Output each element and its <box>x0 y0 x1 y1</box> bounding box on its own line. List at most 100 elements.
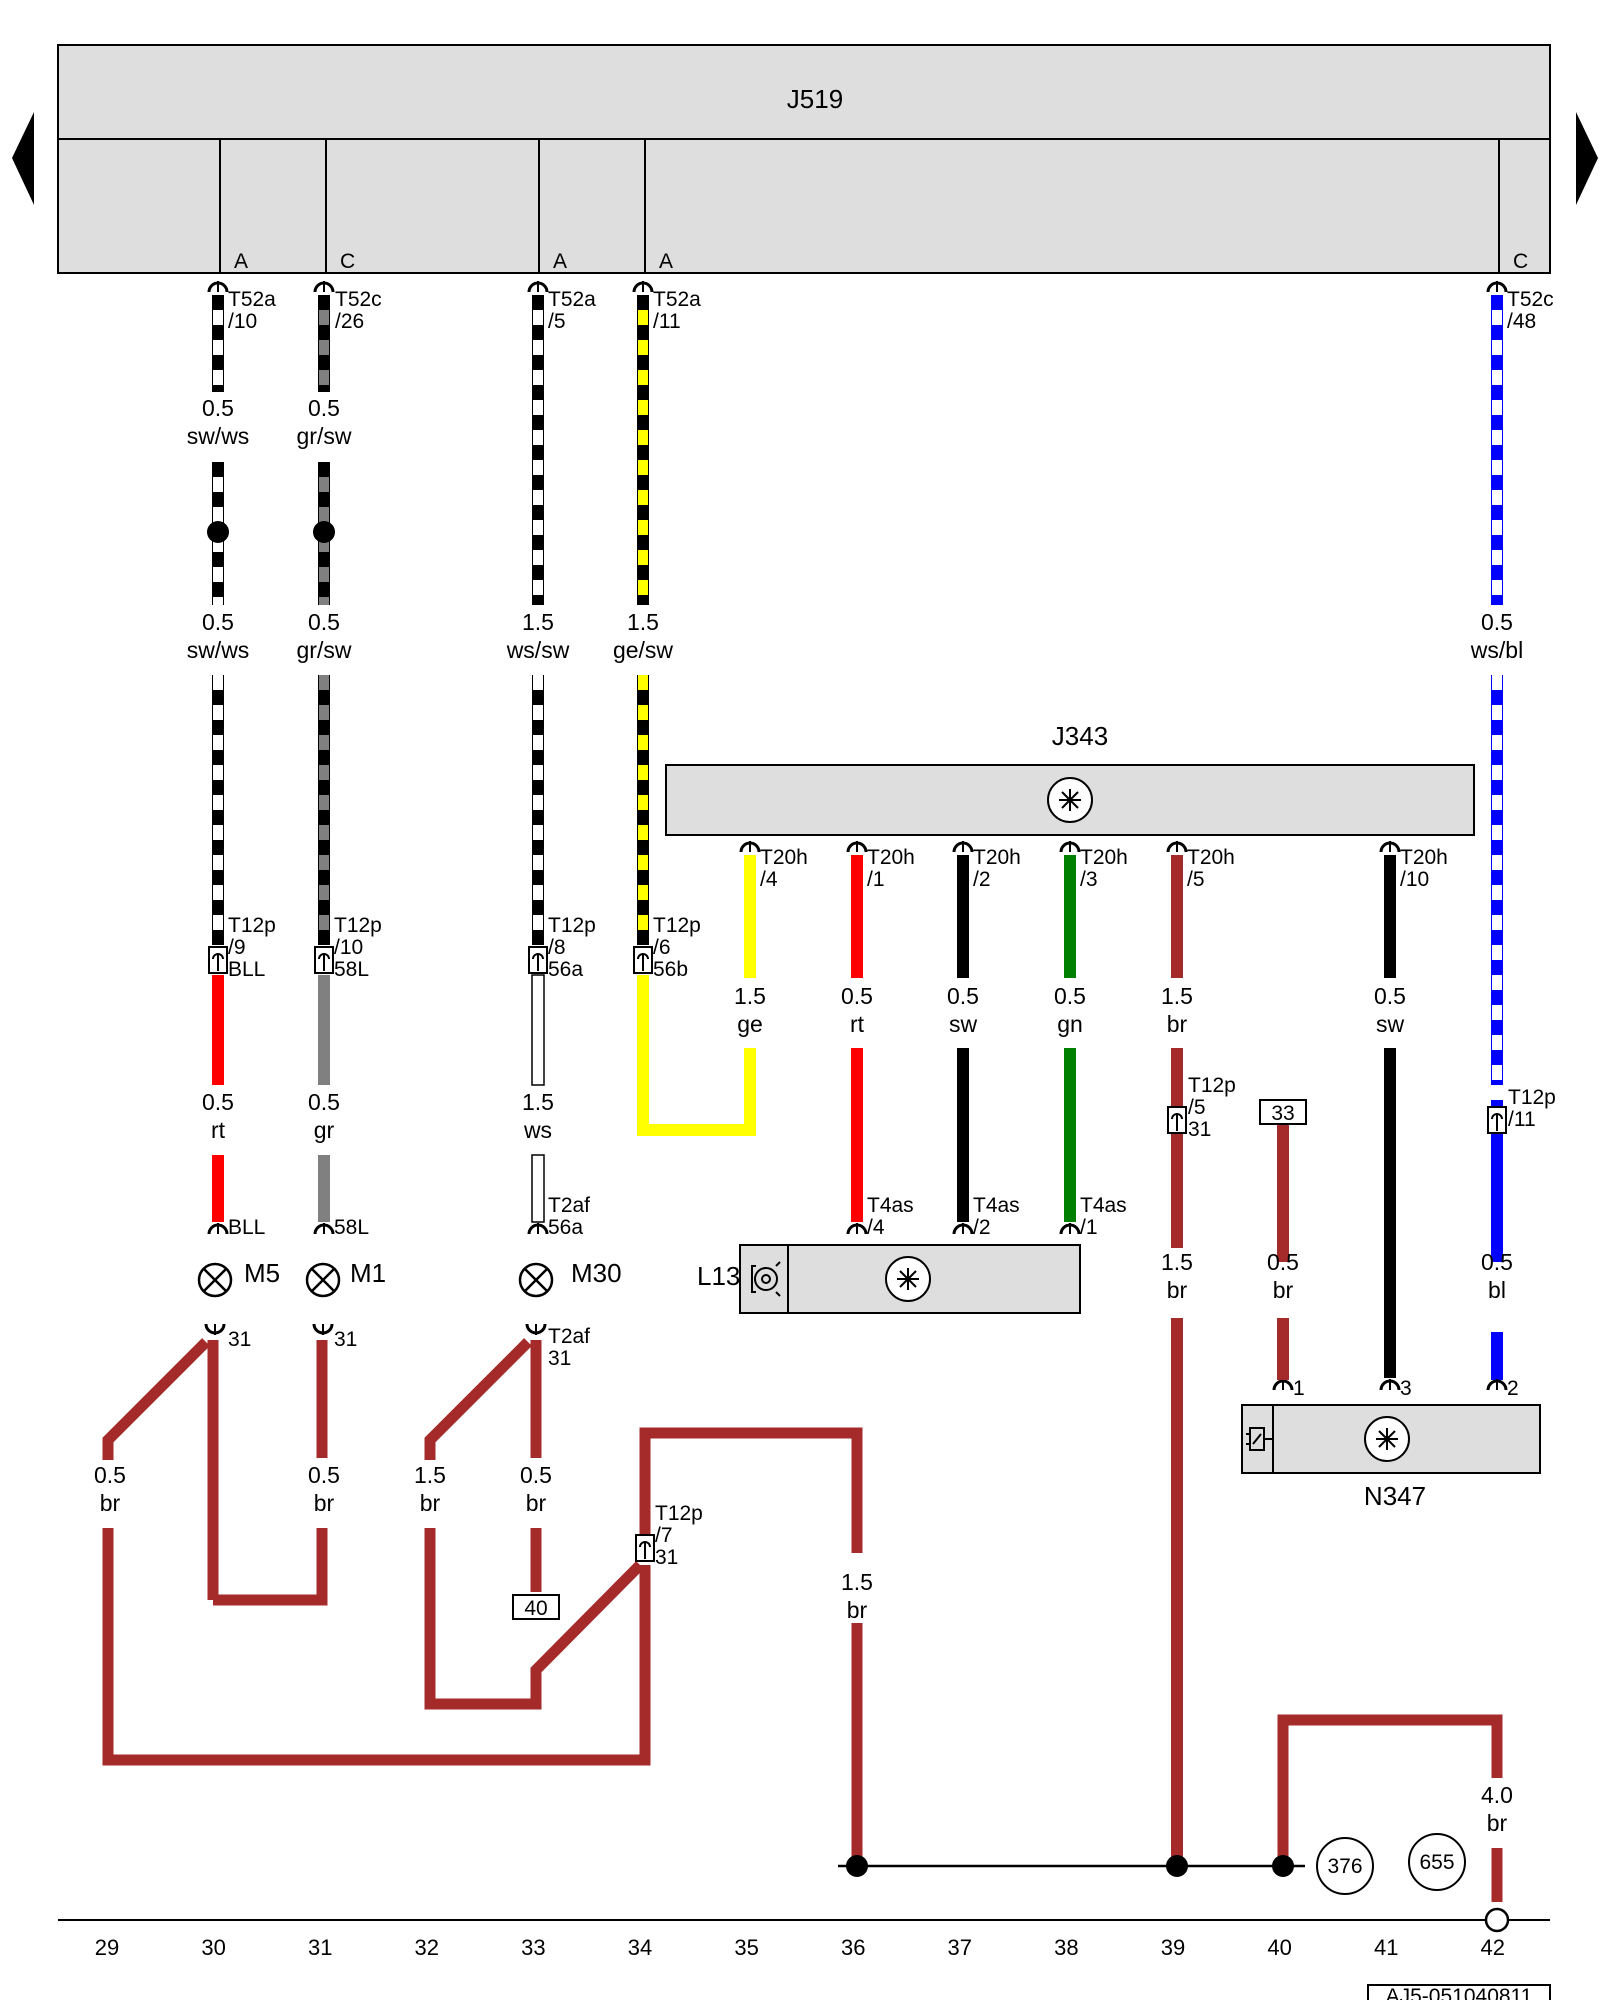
connector-label-t52c-26: T52c/26 <box>335 288 382 333</box>
column-number: 29 <box>95 1935 119 1960</box>
wire-col33-ws-sw <box>531 295 545 1223</box>
column-number: 41 <box>1374 1935 1398 1960</box>
ref-circle-376-label: 376 <box>1327 1855 1362 1878</box>
ref-circle-376 <box>1316 1837 1374 1895</box>
lamp-m1-icon <box>305 1262 341 1298</box>
lamp-m5-icon <box>197 1262 233 1298</box>
column-number: 33 <box>521 1935 545 1960</box>
m1-label: M1 <box>350 1258 386 1288</box>
connector-label-n347-1: 1 <box>1293 1377 1305 1400</box>
connector-label-t20h-3: T20h/3 <box>1080 846 1128 891</box>
doc-code-box <box>1367 1984 1551 2000</box>
j519-pin-a-33: A <box>553 250 567 273</box>
ref-box-40 <box>512 1594 560 1620</box>
connector-label-t20h-1: T20h/1 <box>867 846 915 891</box>
column-number: 38 <box>1054 1935 1078 1960</box>
connector-label-n347-2: 2 <box>1507 1377 1519 1400</box>
module-j519 <box>57 44 1551 274</box>
column-number: 34 <box>628 1935 652 1960</box>
module-j519-label: J519 <box>787 84 843 114</box>
ref-box-40-label: 40 <box>524 1597 547 1620</box>
column-number: 37 <box>948 1935 972 1960</box>
connector-label-t4as-2: T4as/2 <box>973 1194 1020 1239</box>
connector-label-t4as-4: T4as/4 <box>867 1194 914 1239</box>
j519-pin-c-31: C <box>340 250 355 273</box>
l13-electronic-icon <box>885 1256 931 1302</box>
ref-circle-655-label: 655 <box>1419 1851 1454 1874</box>
module-l13-label: L13 <box>697 1261 740 1291</box>
lamp-m30-icon <box>518 1262 554 1298</box>
column-number: 39 <box>1161 1935 1185 1960</box>
connector-label-m5-bot: 31 <box>228 1328 251 1351</box>
column-number: 36 <box>841 1935 865 1960</box>
ground-point-42 <box>1484 1907 1510 1933</box>
module-n347-label: N347 <box>1364 1481 1426 1511</box>
ref-box-33 <box>1259 1099 1307 1125</box>
m5-label: M5 <box>244 1258 280 1288</box>
column-number: 40 <box>1267 1935 1291 1960</box>
j343-electronic-icon <box>1047 777 1093 823</box>
ref-box-33-label: 33 <box>1271 1102 1294 1125</box>
connector-label-t20h-5: T20h/5 <box>1187 846 1235 891</box>
column-number: 30 <box>201 1935 225 1960</box>
j519-pin-a-30: A <box>234 250 248 273</box>
module-j343-label: J343 <box>1052 721 1108 751</box>
connector-label-t52a-5: T52a/5 <box>548 288 596 333</box>
connector-label-t52c-48: T52c/48 <box>1507 288 1554 333</box>
connector-label-t20h-2: T20h/2 <box>973 846 1021 891</box>
next-page-arrow[interactable] <box>1576 112 1598 205</box>
connector-label-m1-bot: 31 <box>334 1328 357 1351</box>
splice-col30 <box>207 521 229 543</box>
ref-circle-655 <box>1408 1833 1466 1891</box>
j519-pin-c-42: C <box>1513 250 1528 273</box>
l13-lamp-icon <box>751 1261 781 1297</box>
connector-label-m5-top: BLL <box>228 1216 265 1239</box>
connector-label-t20h-10: T20h/10 <box>1400 846 1448 891</box>
j519-pin-a-34: A <box>659 250 673 273</box>
connector-label-n347-3: 3 <box>1400 1377 1412 1400</box>
ground-wires <box>102 1338 1503 1902</box>
connector-label-m1-top: 58L <box>334 1216 369 1239</box>
connector-label-t52a-10: T52a/10 <box>228 288 276 333</box>
splice-col31 <box>313 521 335 543</box>
m30-label: M30 <box>571 1258 622 1288</box>
n347-valve-icon <box>1246 1427 1272 1451</box>
doc-code: AJ5-051040811 <box>1386 1985 1533 2000</box>
connector-label-t4as-1: T4as/1 <box>1080 1194 1127 1239</box>
column-number: 32 <box>415 1935 439 1960</box>
prev-page-arrow[interactable] <box>12 112 34 205</box>
n347-electronic-icon <box>1364 1416 1410 1462</box>
connector-label-t12p-11: T12p/11 <box>1508 1086 1556 1131</box>
